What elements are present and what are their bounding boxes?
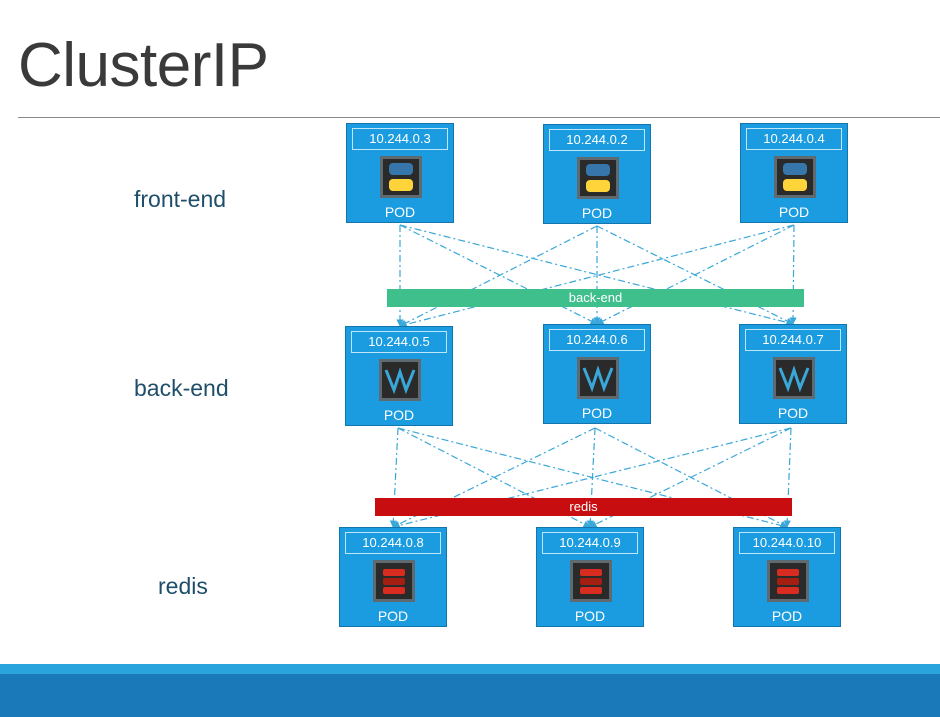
pod-ip: 10.244.0.3 bbox=[352, 128, 448, 150]
pod-redis-2: 10.244.0.9 POD bbox=[536, 527, 644, 627]
pod-ip: 10.244.0.9 bbox=[542, 532, 638, 554]
pod-label: POD bbox=[581, 405, 613, 421]
pod-label: POD bbox=[384, 204, 416, 220]
backend-app-icon bbox=[379, 359, 421, 401]
python-icon bbox=[380, 156, 422, 198]
backend-app-icon bbox=[577, 357, 619, 399]
pod-ip: 10.244.0.4 bbox=[746, 128, 842, 150]
pod-label: POD bbox=[574, 608, 606, 624]
redis-icon bbox=[570, 560, 612, 602]
footer-accent-bar bbox=[0, 664, 940, 674]
tier-label-redis: redis bbox=[158, 573, 208, 599]
pod-label: POD bbox=[383, 407, 415, 423]
pod-front-end-2: 10.244.0.2 POD bbox=[543, 124, 651, 224]
pod-label: POD bbox=[771, 608, 803, 624]
pod-label: POD bbox=[581, 205, 613, 221]
pod-ip: 10.244.0.7 bbox=[745, 329, 841, 351]
title-divider bbox=[18, 117, 940, 118]
redis-icon bbox=[767, 560, 809, 602]
connector-line bbox=[586, 427, 596, 528]
pod-label: POD bbox=[778, 204, 810, 220]
service-label-back-end: back-end bbox=[568, 290, 623, 305]
pod-ip: 10.244.0.8 bbox=[345, 532, 441, 554]
slide-title: ClusterIP bbox=[18, 31, 269, 100]
service-bar-redis: redis bbox=[375, 498, 792, 516]
pod-ip: 10.244.0.2 bbox=[549, 129, 645, 151]
pod-front-end-3: 10.244.0.4 POD bbox=[740, 123, 848, 223]
pod-ip: 10.244.0.5 bbox=[351, 331, 447, 353]
pod-redis-3: 10.244.0.10 POD bbox=[733, 527, 841, 627]
connector-line bbox=[783, 427, 792, 528]
redis-icon bbox=[373, 560, 415, 602]
connector-line bbox=[399, 225, 598, 327]
pod-ip: 10.244.0.10 bbox=[739, 532, 835, 554]
tier-label-front-end: front-end bbox=[134, 186, 227, 212]
pod-back-end-1: 10.244.0.5 POD bbox=[345, 326, 453, 426]
service-bar-back-end: back-end bbox=[387, 289, 804, 307]
pod-back-end-2: 10.244.0.6 POD bbox=[543, 324, 651, 424]
pod-redis-1: 10.244.0.8 POD bbox=[339, 527, 447, 627]
connector-line bbox=[596, 224, 795, 325]
pod-label: POD bbox=[377, 608, 409, 624]
connector-line bbox=[389, 427, 399, 528]
pod-label: POD bbox=[777, 405, 809, 421]
pod-front-end-1: 10.244.0.3 POD bbox=[346, 123, 454, 223]
service-label-redis: redis bbox=[569, 499, 598, 514]
pod-ip: 10.244.0.6 bbox=[549, 329, 645, 351]
connector-line bbox=[399, 224, 598, 325]
footer-bar bbox=[0, 674, 940, 717]
connector-line bbox=[789, 224, 797, 325]
tier-label-back-end: back-end bbox=[134, 375, 229, 401]
python-icon bbox=[577, 157, 619, 199]
python-icon bbox=[774, 156, 816, 198]
backend-app-icon bbox=[773, 357, 815, 399]
pod-back-end-3: 10.244.0.7 POD bbox=[739, 324, 847, 424]
